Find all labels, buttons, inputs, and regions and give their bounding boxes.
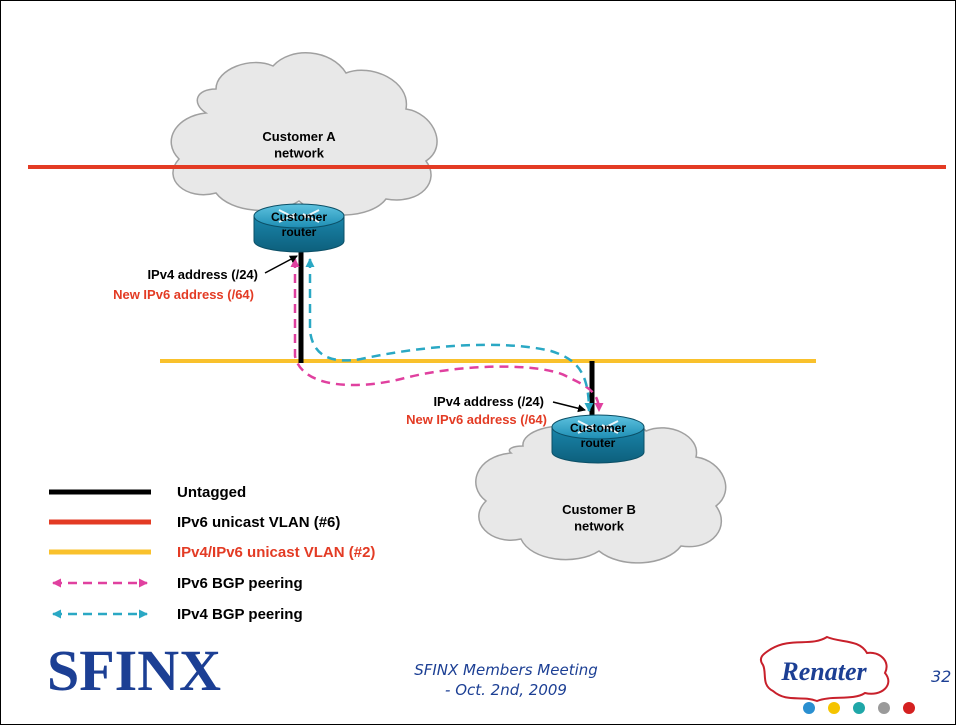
renater-dot-teal bbox=[853, 702, 865, 714]
router-arrows-icon bbox=[577, 420, 619, 434]
legend-label-ipv6-bgp: IPv6 BGP peering bbox=[177, 575, 303, 592]
ipv4-bgp-peering-path bbox=[305, 258, 594, 412]
legend-label-untagged: Untagged bbox=[177, 484, 246, 501]
renater-dot-gray bbox=[878, 702, 890, 714]
sfinx-logo: SFINX bbox=[47, 638, 221, 703]
meeting-title: SFINX Members Meeting bbox=[414, 661, 598, 679]
renater-logo: Renater bbox=[759, 635, 915, 714]
legend-label-ipv6-vlan: IPv6 unicast VLAN (#6) bbox=[177, 514, 340, 531]
link-b-ipv6-label: New IPv6 address (/64) bbox=[406, 412, 547, 427]
link-a-ipv4-label: IPv4 address (/24) bbox=[147, 267, 258, 282]
router-arrows-icon bbox=[278, 209, 320, 223]
legend-label-dual-vlan: IPv4/IPv6 unicast VLAN (#2) bbox=[177, 544, 375, 561]
link-a-pointer-arrow bbox=[264, 255, 298, 274]
link-b-pointer-arrow bbox=[552, 401, 586, 413]
link-b-ipv4-label: IPv4 address (/24) bbox=[433, 394, 544, 409]
page-number: 32 bbox=[931, 667, 951, 686]
customer-a-cloud bbox=[170, 52, 438, 216]
renater-dot-blue bbox=[803, 702, 815, 714]
ipv6-bgp-peering-path bbox=[290, 258, 604, 412]
renater-dot-red bbox=[903, 702, 915, 714]
link-a-ipv6-label: New IPv6 address (/64) bbox=[113, 287, 254, 302]
france-outline-icon bbox=[759, 635, 890, 703]
meeting-date: - Oct. 2nd, 2009 bbox=[445, 681, 567, 699]
renater-dot-yellow bbox=[828, 702, 840, 714]
renater-wordmark: Renater bbox=[780, 657, 867, 686]
legend: Untagged IPv6 unicast VLAN (#6) IPv4/IPv… bbox=[49, 484, 375, 623]
legend-label-ipv4-bgp: IPv4 BGP peering bbox=[177, 606, 303, 623]
